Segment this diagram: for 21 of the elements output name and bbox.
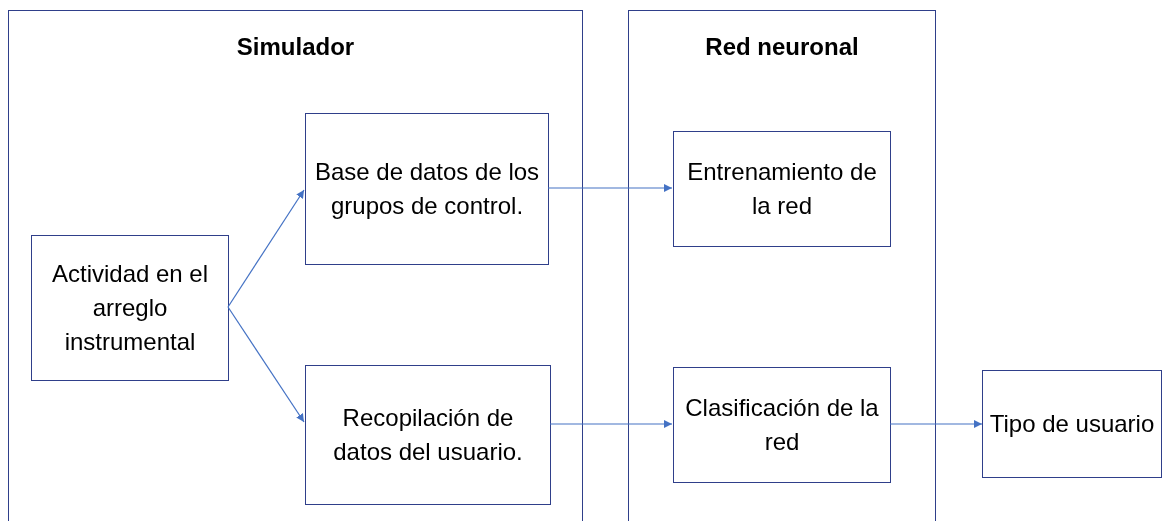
process-box [673, 131, 891, 247]
process-box [673, 367, 891, 483]
arrow [889, 420, 983, 428]
panel-title: Red neuronal [704, 33, 860, 61]
box-label: Tipo de usuario [989, 409, 1155, 439]
group-panel [8, 10, 583, 521]
box-label: Entrenamiento de la red [686, 157, 878, 221]
arrow [227, 306, 305, 423]
box-label: Base de datos de los grupos de control. [313, 157, 541, 221]
process-box [31, 235, 229, 381]
arrow [549, 420, 673, 428]
panel-title: Simulador [235, 33, 356, 61]
group-panel [628, 10, 936, 521]
box-label: Actividad en el arreglo instrumental [50, 259, 210, 357]
arrow [227, 189, 305, 308]
process-box [305, 113, 549, 265]
box-label: Clasificación de la red [684, 393, 880, 457]
box-label: Recopilación de datos del usuario. [332, 403, 524, 467]
process-box [982, 370, 1162, 478]
arrow [547, 184, 673, 192]
process-box [305, 365, 551, 505]
